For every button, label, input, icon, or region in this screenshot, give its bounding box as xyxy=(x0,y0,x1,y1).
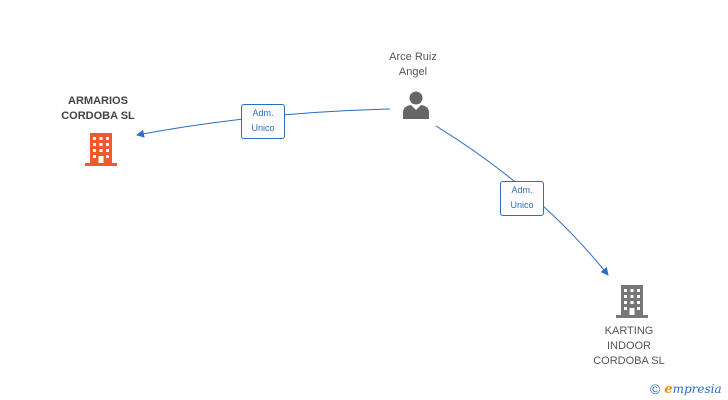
edge-label-karting[interactable]: Adm. Unico xyxy=(500,181,544,216)
edge-label-armarios[interactable]: Adm. Unico xyxy=(241,104,285,139)
building-icon[interactable] xyxy=(616,284,648,318)
company-main-name-line2: CORDOBA SL xyxy=(61,110,135,122)
person-icon[interactable] xyxy=(401,89,431,119)
brand-logo: empresia xyxy=(664,382,721,397)
company-main-name[interactable]: ARMARIOS CORDOBA SL xyxy=(48,94,148,124)
edge-label-line1: Adm. xyxy=(511,185,533,195)
company-main-name-line1: ARMARIOS xyxy=(68,95,128,107)
brand-rest: mpresia xyxy=(672,381,722,396)
person-name-line2: Angel xyxy=(398,66,428,78)
edge-label-line2: Unico xyxy=(251,123,275,133)
copyright-icon: © xyxy=(650,381,661,397)
company-other-name-line3: CORDOBA SL xyxy=(593,355,665,367)
company-other-name[interactable]: KARTING INDOOR CORDOBA SL xyxy=(584,324,674,369)
building-icon[interactable] xyxy=(85,132,117,166)
edge-label-line1: Adm. xyxy=(252,108,274,118)
company-other-name-line1: KARTING xyxy=(604,325,654,337)
brand-initial: e xyxy=(664,381,673,397)
person-name[interactable]: Arce Ruiz Angel xyxy=(373,50,453,80)
company-other-name-line2: INDOOR xyxy=(607,340,651,352)
edge-label-line2: Unico xyxy=(510,200,534,210)
person-name-line1: Arce Ruiz xyxy=(389,51,437,63)
footer-brand[interactable]: © empresia xyxy=(650,380,722,398)
